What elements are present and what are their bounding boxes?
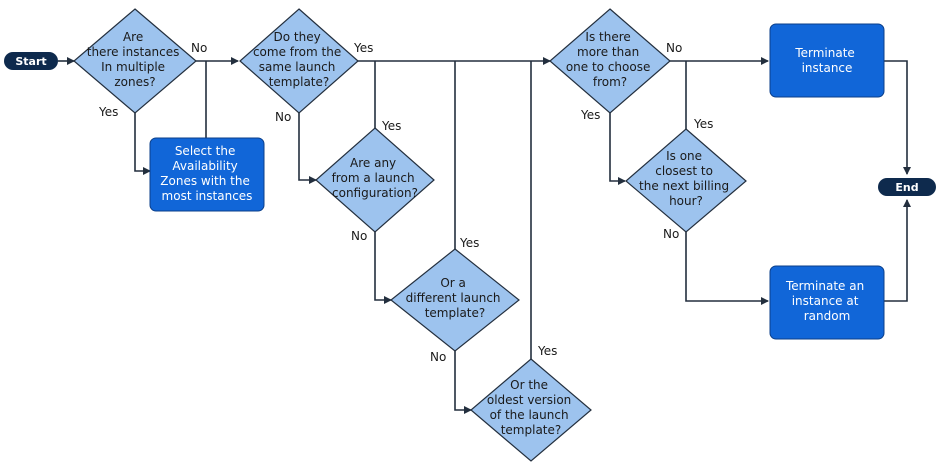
decision-launch-config: Are any from a launch configuration?	[315, 127, 435, 233]
end-label: End	[895, 181, 918, 194]
action-line: Terminate an	[785, 279, 864, 293]
decision-line: Is there	[585, 30, 630, 44]
edge-terminate-to-end	[884, 60, 911, 175]
decision-line: Are any	[350, 156, 396, 170]
start-terminal: Start	[4, 52, 58, 70]
svg-text:Or the oldest version: Or the oldest version of the launch temp…	[487, 378, 575, 437]
decision-line: from?	[593, 75, 627, 89]
label-different-template-no: No	[430, 350, 446, 364]
action-line: Terminate	[794, 46, 854, 60]
svg-text:Select the Availability: Select the Availability Zones with the m…	[160, 144, 253, 203]
decision-line: of the launch	[490, 408, 569, 422]
svg-text:Are any from a launch: Are any from a launch configuration?	[332, 156, 419, 200]
svg-text:Are there instances: Are there instances In multiple zones?	[87, 30, 183, 89]
decision-line: come from the	[253, 45, 341, 59]
edge-labels: No Yes Yes No Yes No Yes No Yes No Yes Y…	[98, 41, 713, 364]
action-line: instance at	[792, 294, 859, 308]
decision-line: Or a	[440, 276, 466, 290]
label-zones-no: No	[191, 41, 207, 55]
label-different-template-yes: Yes	[459, 236, 479, 250]
edge-terminate-random-to-end	[884, 199, 911, 302]
svg-text:Terminate an instance at: Terminate an instance at random	[785, 279, 868, 323]
decision-line: Are	[123, 30, 143, 44]
svg-text:Do they come from the: Do they come from the same launch templa…	[253, 30, 345, 89]
end-terminal: End	[878, 178, 936, 196]
label-oldest-version-yes: Yes	[537, 344, 557, 358]
edge-same-template-no	[298, 113, 317, 184]
edge-closest-billing-no	[685, 232, 769, 305]
action-terminate-random: Terminate an instance at random	[769, 265, 885, 340]
decision-line: closest to	[655, 164, 713, 178]
svg-text:Is one closest to: Is one closest to the next billing hour?	[639, 149, 733, 208]
decision-line: template?	[501, 423, 562, 437]
decision-line: In multiple	[101, 60, 165, 74]
decision-same-template: Do they come from the same launch templa…	[239, 8, 359, 114]
action-terminate-instance: Terminate instance	[769, 23, 885, 98]
decision-closest-billing: Is one closest to the next billing hour?	[625, 128, 747, 233]
decision-line: Or the	[510, 378, 548, 392]
action-line: instance	[802, 61, 853, 75]
decision-line: configuration?	[332, 186, 418, 200]
svg-text:Or a different launch: Or a different launch template?	[406, 276, 505, 320]
action-select-az: Select the Availability Zones with the m…	[149, 137, 265, 212]
action-line: Select the	[175, 144, 236, 158]
label-same-template-no: No	[275, 110, 291, 124]
edge-more-than-one-yes	[609, 113, 626, 185]
decision-line: template?	[425, 306, 486, 320]
svg-text:Terminate instance: Terminate instance	[794, 46, 858, 75]
decision-line: hour?	[669, 194, 703, 208]
edge-launch-config-no	[374, 232, 392, 304]
start-label: Start	[15, 55, 46, 68]
decision-line: different launch	[406, 291, 501, 305]
label-more-than-one-yes: Yes	[580, 108, 600, 122]
decision-line: zones?	[114, 75, 155, 89]
decision-line: Do they	[273, 30, 320, 44]
label-more-than-one-no: No	[666, 41, 682, 55]
decision-line: template?	[269, 75, 330, 89]
label-same-template-yes: Yes	[353, 41, 373, 55]
label-closest-billing-no: No	[663, 227, 679, 241]
decision-oldest-version: Or the oldest version of the launch temp…	[470, 358, 592, 462]
action-line: Zones with the	[160, 174, 250, 188]
action-line: Availability	[172, 159, 237, 173]
decision-line: Is one	[666, 149, 702, 163]
decision-more-than-one: Is there more than one to choose from?	[549, 8, 671, 114]
decision-line: there instances	[87, 45, 180, 59]
action-line: random	[804, 309, 851, 323]
decision-line: from a launch	[332, 171, 415, 185]
edge-different-template-no	[454, 351, 472, 414]
decision-line: more than	[577, 45, 639, 59]
decision-different-template: Or a different launch template?	[390, 248, 520, 352]
label-zones-yes: Yes	[98, 105, 118, 119]
decision-multiple-zones: Are there instances In multiple zones?	[73, 8, 197, 114]
decision-line: oldest version	[487, 393, 571, 407]
label-launch-config-no: No	[351, 229, 367, 243]
label-launch-config-yes: Yes	[381, 119, 401, 133]
decision-line: the next billing	[639, 179, 729, 193]
decision-line: same launch	[259, 60, 336, 74]
label-closest-billing-yes: Yes	[693, 117, 713, 131]
connectors	[58, 57, 911, 414]
decision-line: one to choose	[566, 60, 651, 74]
edge-zones-yes	[134, 113, 151, 175]
svg-text:Is there more than: Is there more than one to choose from?	[566, 30, 654, 89]
action-line: most instances	[162, 189, 253, 203]
